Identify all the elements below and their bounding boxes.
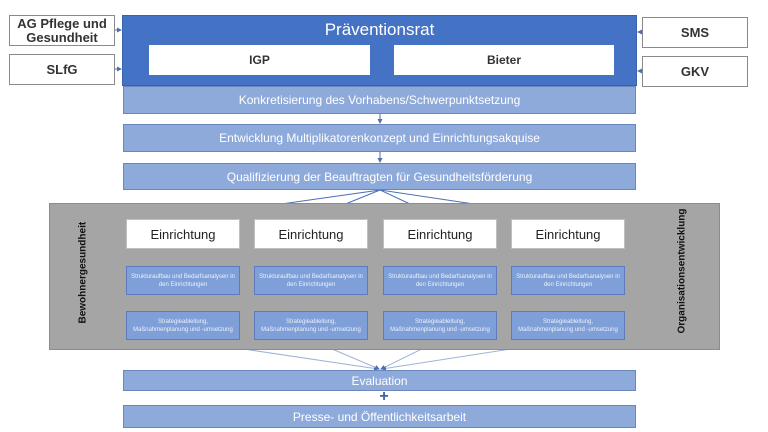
facility-label: Einrichtung	[535, 226, 601, 242]
member-igp: IGP	[149, 45, 370, 75]
label-organisationsentwicklung: Organisationsentwicklung	[676, 208, 688, 334]
facility-box: Einrichtung	[254, 219, 368, 249]
member-label: Bieter	[486, 53, 521, 67]
plus-icon: +	[379, 388, 389, 405]
stakeholder-label: AG Pflege und Gesundheit	[17, 15, 107, 45]
structure-analysis-box: Strukturaufbau und Bedarfsanalysen in de…	[511, 266, 625, 295]
facility-label: Einrichtung	[407, 226, 473, 242]
strategy-label: Strategieableitung, Maßnahmenplanung und…	[390, 318, 490, 333]
strategy-box: Strategieableitung, Maßnahmenplanung und…	[126, 311, 240, 340]
facility-box: Einrichtung	[511, 219, 625, 249]
stakeholder-gkv: GKV	[642, 56, 748, 87]
strategy-label: Strategieableitung, Maßnahmenplanung und…	[261, 318, 361, 333]
step-qualifizierung: Qualifizierung der Beauftragten für Gesu…	[123, 163, 636, 190]
evaluation-label: Evaluation	[351, 373, 408, 388]
facility-box: Einrichtung	[126, 219, 240, 249]
stakeholder-label: GKV	[680, 63, 710, 79]
strategy-box: Strategieableitung, Maßnahmenplanung und…	[383, 311, 497, 340]
pr-box: Presse- und Öffentlichkeitsarbeit	[123, 405, 636, 428]
step-label: Entwicklung Multiplikatorenkonzept und E…	[219, 131, 540, 145]
stakeholder-label: SMS	[680, 24, 710, 40]
praeventionsrat-title: Präventionsrat	[324, 20, 435, 39]
stakeholder-slfg: SLfG	[9, 54, 115, 85]
stakeholder-sms: SMS	[642, 17, 748, 48]
structure-analysis-label: Strukturaufbau und Bedarfsanalysen in de…	[388, 273, 492, 288]
step-label: Qualifizierung der Beauftragten für Gesu…	[226, 169, 533, 184]
label-bewohnergesundheit: Bewohnergesundheit	[77, 221, 89, 324]
structure-analysis-box: Strukturaufbau und Bedarfsanalysen in de…	[254, 266, 368, 295]
praeventionsrat-box: Präventionsrat IGP Bieter	[122, 15, 637, 86]
facility-label: Einrichtung	[150, 226, 216, 242]
facility-label: Einrichtung	[278, 226, 344, 242]
member-label: IGP	[249, 53, 270, 67]
strategy-box: Strategieableitung, Maßnahmenplanung und…	[511, 311, 625, 340]
facility-box: Einrichtung	[383, 219, 497, 249]
stakeholder-ag-pflege: AG Pflege und Gesundheit	[9, 15, 115, 46]
step-multiplikatorenkonzept: Entwicklung Multiplikatorenkonzept und E…	[123, 124, 636, 152]
strategy-label: Strategieableitung, Maßnahmenplanung und…	[518, 318, 618, 333]
strategy-box: Strategieableitung, Maßnahmenplanung und…	[254, 311, 368, 340]
structure-analysis-box: Strukturaufbau und Bedarfsanalysen in de…	[126, 266, 240, 295]
structure-analysis-box: Strukturaufbau und Bedarfsanalysen in de…	[383, 266, 497, 295]
stakeholder-label: SLfG	[46, 61, 78, 77]
member-bieter: Bieter	[394, 45, 614, 75]
structure-analysis-label: Strukturaufbau und Bedarfsanalysen in de…	[259, 273, 363, 288]
structure-analysis-label: Strukturaufbau und Bedarfsanalysen in de…	[516, 273, 620, 288]
evaluation-box: Evaluation	[123, 370, 636, 391]
structure-analysis-label: Strukturaufbau und Bedarfsanalysen in de…	[131, 273, 235, 288]
step-konkretisierung: Konkretisierung des Vorhabens/Schwerpunk…	[123, 86, 636, 114]
strategy-label: Strategieableitung, Maßnahmenplanung und…	[133, 318, 233, 333]
pr-label: Presse- und Öffentlichkeitsarbeit	[292, 409, 467, 424]
step-label: Konkretisierung des Vorhabens/Schwerpunk…	[238, 93, 521, 107]
